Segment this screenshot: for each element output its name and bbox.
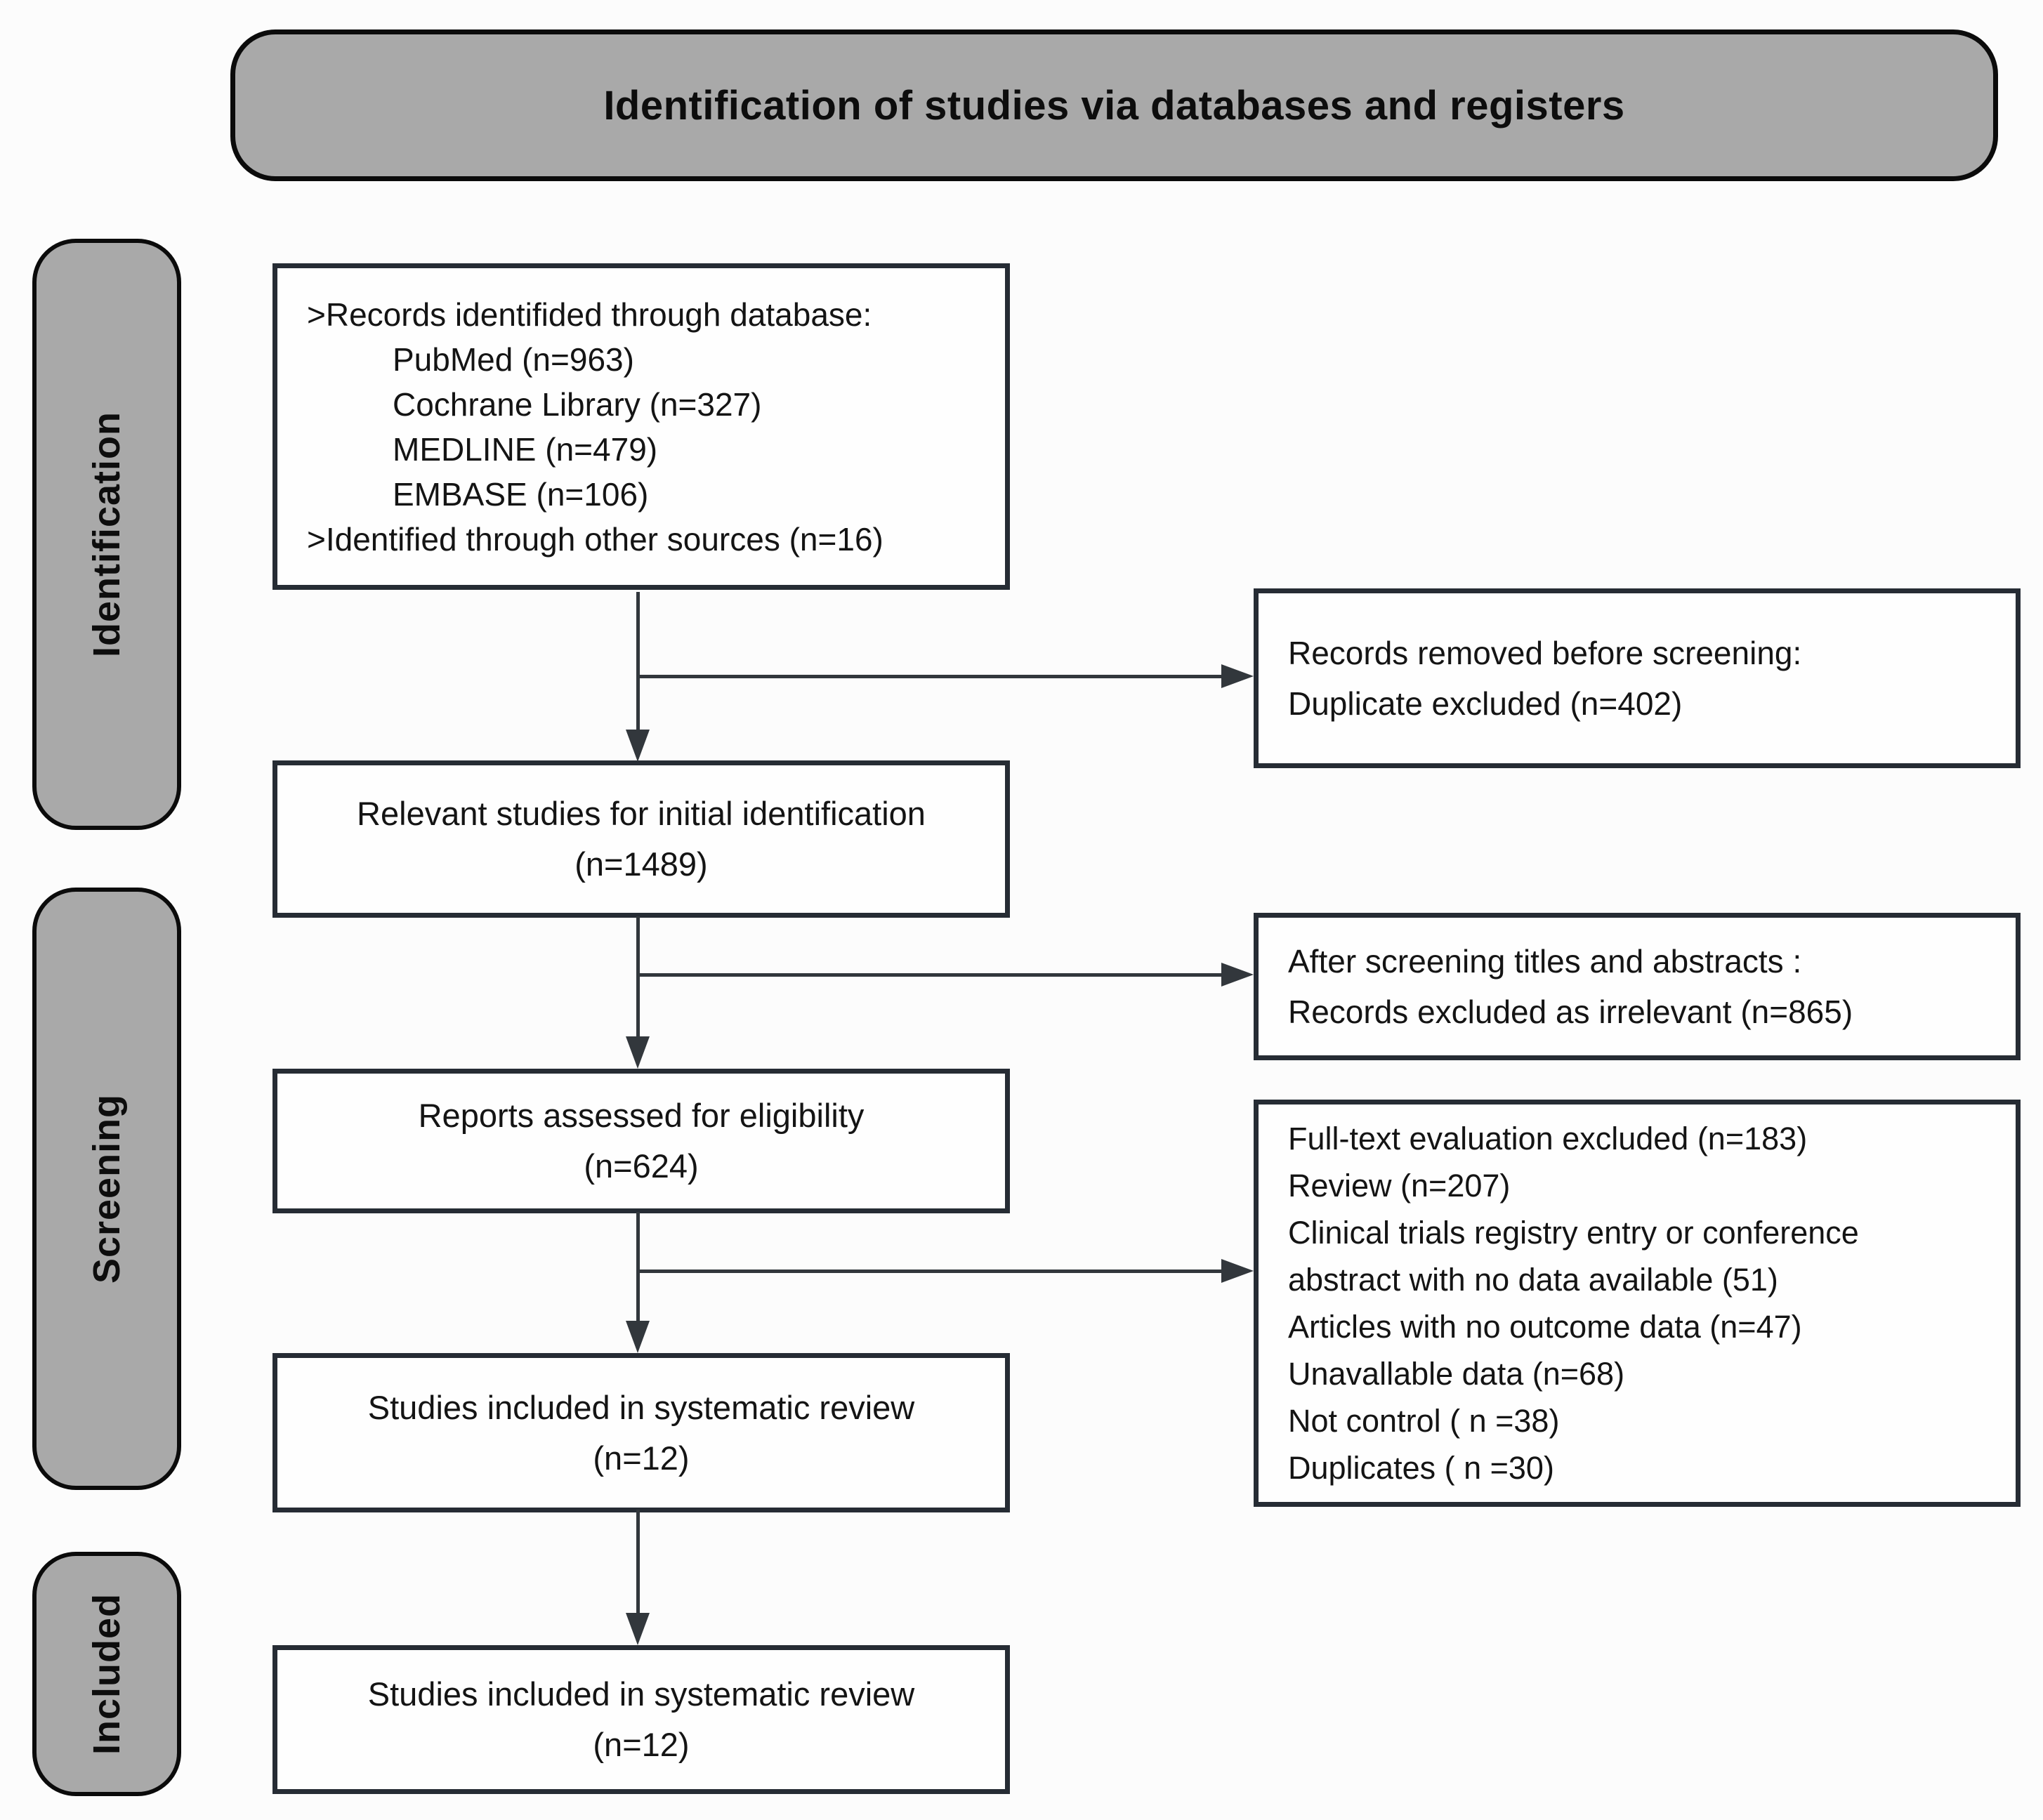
arrow-shaft (638, 972, 1221, 977)
arrow-down-head (626, 730, 650, 762)
box-excluded-titles-abstracts: After screening titles and abstracts : R… (1254, 913, 2021, 1060)
fulltext-review: Review (n=207) (1288, 1168, 1511, 1204)
removed-duplicates: Duplicate excluded (n=402) (1288, 685, 1683, 722)
box-final-included: Studies included in systematic review (n… (272, 1645, 1010, 1794)
box-relevant-studies: Relevant studies for initial identificat… (272, 760, 1010, 918)
arrow-shaft (636, 1510, 640, 1613)
stage-pill-screening: Screening (32, 888, 181, 1490)
titleabs-label: After screening titles and abstracts : (1288, 943, 1802, 980)
fulltext-unavailable: Unavallable data (n=68) (1288, 1356, 1625, 1392)
fulltext-duplicates: Duplicates ( n =30) (1288, 1450, 1554, 1486)
records-line-medline: MEDLINE (n=479) (393, 430, 658, 468)
arrow-down-head (626, 1613, 650, 1645)
arrow-shaft (638, 674, 1221, 678)
arrow-records-to-relevant (622, 592, 654, 762)
stage-label-screening: Screening (86, 1093, 128, 1284)
arrow-right-head (1221, 664, 1254, 688)
fulltext-not-control: Not control ( n =38) (1288, 1403, 1560, 1439)
records-line-cochrane: Cochrane Library (n=327) (393, 385, 762, 423)
titleabs-excluded: Records excluded as irrelevant (n=865) (1288, 994, 1853, 1030)
final-included-count: (n=12) (593, 1726, 690, 1763)
arrow-shaft (636, 592, 640, 730)
arrow-right-head (1221, 1259, 1254, 1283)
title-banner: Identification of studies via databases … (230, 29, 1998, 181)
arrow-to-titleabs-box (638, 958, 1254, 991)
arrow-relevant-to-reports (622, 916, 654, 1069)
arrow-down-head (626, 1036, 650, 1069)
records-line-other-sources: >Identified through other sources (n=16) (307, 520, 883, 558)
arrow-to-removed-box (638, 660, 1254, 692)
box-records-identified: >Records identifided through database: P… (272, 263, 1010, 590)
reports-assessed-count: (n=624) (584, 1147, 699, 1185)
arrow-shaft (638, 1269, 1221, 1273)
relevant-studies-label: Relevant studies for initial identificat… (357, 795, 926, 832)
relevant-studies-count: (n=1489) (574, 845, 708, 883)
stage-pill-included: Included (32, 1552, 181, 1796)
arrow-to-fulltext-box (638, 1255, 1254, 1287)
arrow-down-head (626, 1321, 650, 1353)
arrow-shaft (636, 1212, 640, 1321)
stage-pill-identification: Identification (32, 239, 181, 830)
stage-label-identification: Identification (86, 411, 128, 657)
diagram-title: Identification of studies via databases … (603, 82, 1625, 128)
records-line-pubmed: PubMed (n=963) (393, 341, 634, 378)
reports-assessed-label: Reports assessed for eligibility (418, 1097, 865, 1134)
records-line-embase: EMBASE (n=106) (393, 475, 649, 513)
arrow-shaft (636, 916, 640, 1036)
systematic-review-label: Studies included in systematic review (367, 1388, 915, 1426)
fulltext-registry-2: abstract with no data available (51) (1288, 1262, 1778, 1298)
box-reports-assessed: Reports assessed for eligibility (n=624) (272, 1069, 1010, 1213)
arrow-reports-to-sysreview (622, 1212, 654, 1353)
arrow-sysreview-to-final (622, 1510, 654, 1645)
box-systematic-review: Studies included in systematic review (n… (272, 1353, 1010, 1512)
systematic-review-count: (n=12) (593, 1439, 690, 1477)
box-fulltext-excluded: Full-text evaluation excluded (n=183) Re… (1254, 1100, 2021, 1507)
records-line: >Records identifided through database: (307, 296, 872, 333)
box-removed-before-screening: Records removed before screening: Duplic… (1254, 588, 2021, 768)
arrow-right-head (1221, 963, 1254, 987)
removed-label: Records removed before screening: (1288, 635, 1802, 671)
fulltext-no-outcome: Articles with no outcome data (n=47) (1288, 1309, 1802, 1345)
fulltext-registry-1: Clinical trials registry entry or confer… (1288, 1215, 1859, 1251)
fulltext-total: Full-text evaluation excluded (n=183) (1288, 1121, 1808, 1156)
final-included-label: Studies included in systematic review (367, 1675, 915, 1713)
stage-label-included: Included (86, 1592, 129, 1755)
